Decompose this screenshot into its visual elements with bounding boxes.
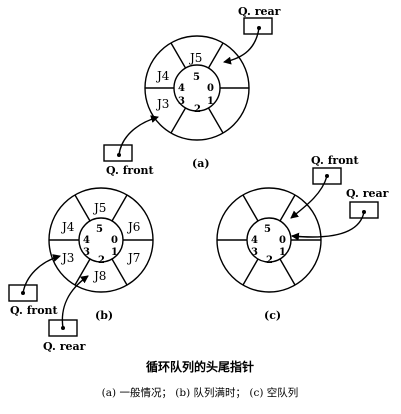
index-c-5: 5 xyxy=(264,224,271,235)
figure-title: 循环队列的头尾指针 xyxy=(146,359,254,374)
pointer-b-rear-arrow xyxy=(61,275,89,329)
pointer-a-front-label: Q. front xyxy=(106,164,155,177)
pointer-b-front-label: Q. front xyxy=(10,304,59,317)
ring-b xyxy=(48,187,154,293)
index-a-1: 1 xyxy=(207,96,214,107)
index-c-4: 4 xyxy=(251,235,258,246)
caption-b: (b) xyxy=(95,309,113,322)
index-b-3: 3 xyxy=(83,247,90,258)
index-b-1: 1 xyxy=(111,247,118,258)
index-c-1: 1 xyxy=(279,247,286,258)
job-b-j5: J5 xyxy=(92,201,106,215)
pointer-b-front-arrow xyxy=(22,254,61,294)
pointer-c-rear-arrow xyxy=(291,211,365,241)
pointer-c-front-label: Q. front xyxy=(311,154,360,167)
pointer-c-front-arrow xyxy=(290,175,328,219)
index-b-2: 2 xyxy=(98,255,105,266)
ring-a xyxy=(144,35,250,141)
index-a-4: 4 xyxy=(178,83,185,94)
index-a-2: 2 xyxy=(194,104,201,115)
job-b-j7: J7 xyxy=(126,251,140,265)
caption-a: (a) xyxy=(192,157,210,170)
index-a-5: 5 xyxy=(193,72,200,83)
index-b-4: 4 xyxy=(83,235,90,246)
caption-c: (c) xyxy=(264,309,281,322)
index-c-3: 3 xyxy=(251,247,258,258)
index-b-5: 5 xyxy=(96,224,103,235)
pointer-a-front-arrow xyxy=(118,115,159,156)
job-a-j3: J3 xyxy=(155,97,169,111)
index-c-2: 2 xyxy=(266,255,273,266)
pointer-c-rear-label: Q. rear xyxy=(346,187,389,200)
job-b-j3: J3 xyxy=(60,251,74,265)
pointer-b-front-box xyxy=(8,284,38,302)
index-a-3: 3 xyxy=(178,96,185,107)
pointer-a-rear-label: Q. rear xyxy=(238,5,281,18)
ring-c xyxy=(216,187,322,293)
job-b-j6: J6 xyxy=(126,220,140,234)
pointer-c-front-box xyxy=(312,167,342,185)
pointer-a-front-box xyxy=(103,144,133,162)
pointer-c-rear-box xyxy=(349,201,379,219)
index-b-0: 0 xyxy=(111,235,118,246)
job-a-j4: J4 xyxy=(155,69,170,83)
index-c-0: 0 xyxy=(279,235,286,246)
job-b-j4: J4 xyxy=(60,220,75,234)
figure-subtitle: (a) 一般情况； (b) 队列满时； (c) 空队列 xyxy=(102,386,299,399)
job-a-j5: J5 xyxy=(188,51,202,65)
pointer-a-rear-arrow xyxy=(223,27,260,65)
pointer-b-rear-label: Q. rear xyxy=(43,340,86,353)
job-b-j8: J8 xyxy=(92,269,106,283)
index-a-0: 0 xyxy=(207,83,214,94)
